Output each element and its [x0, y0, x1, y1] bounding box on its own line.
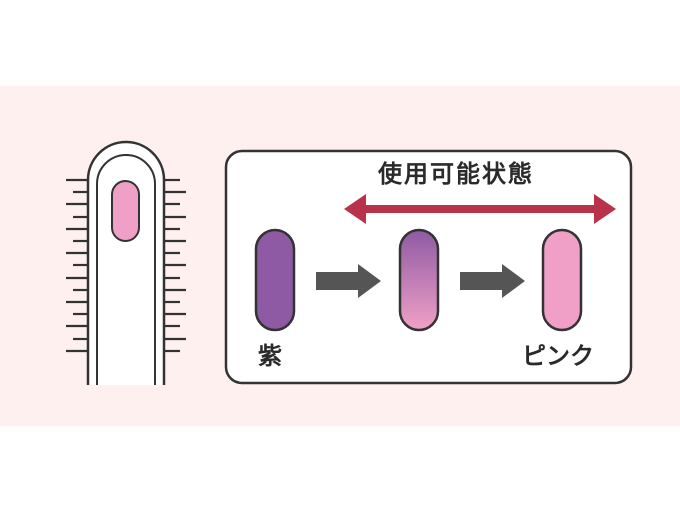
indicator-purple [254, 228, 296, 332]
purple-label: 紫 [258, 342, 282, 370]
indicator-pink [541, 228, 583, 332]
brush-icon [66, 140, 186, 385]
usable-range-arrow-left-head [344, 194, 366, 224]
usable-range-arrow-right-head [594, 194, 616, 224]
brush-indicator-window [111, 180, 140, 242]
usable-range-arrow [344, 194, 616, 224]
step-arrow-2 [460, 264, 525, 298]
indicator-transition [398, 228, 440, 332]
pink-label: ピンク [522, 342, 594, 370]
usable-state-title: 使用可能状態 [378, 160, 534, 188]
brush-bristles [66, 178, 186, 353]
step-arrow-1 [316, 264, 381, 298]
